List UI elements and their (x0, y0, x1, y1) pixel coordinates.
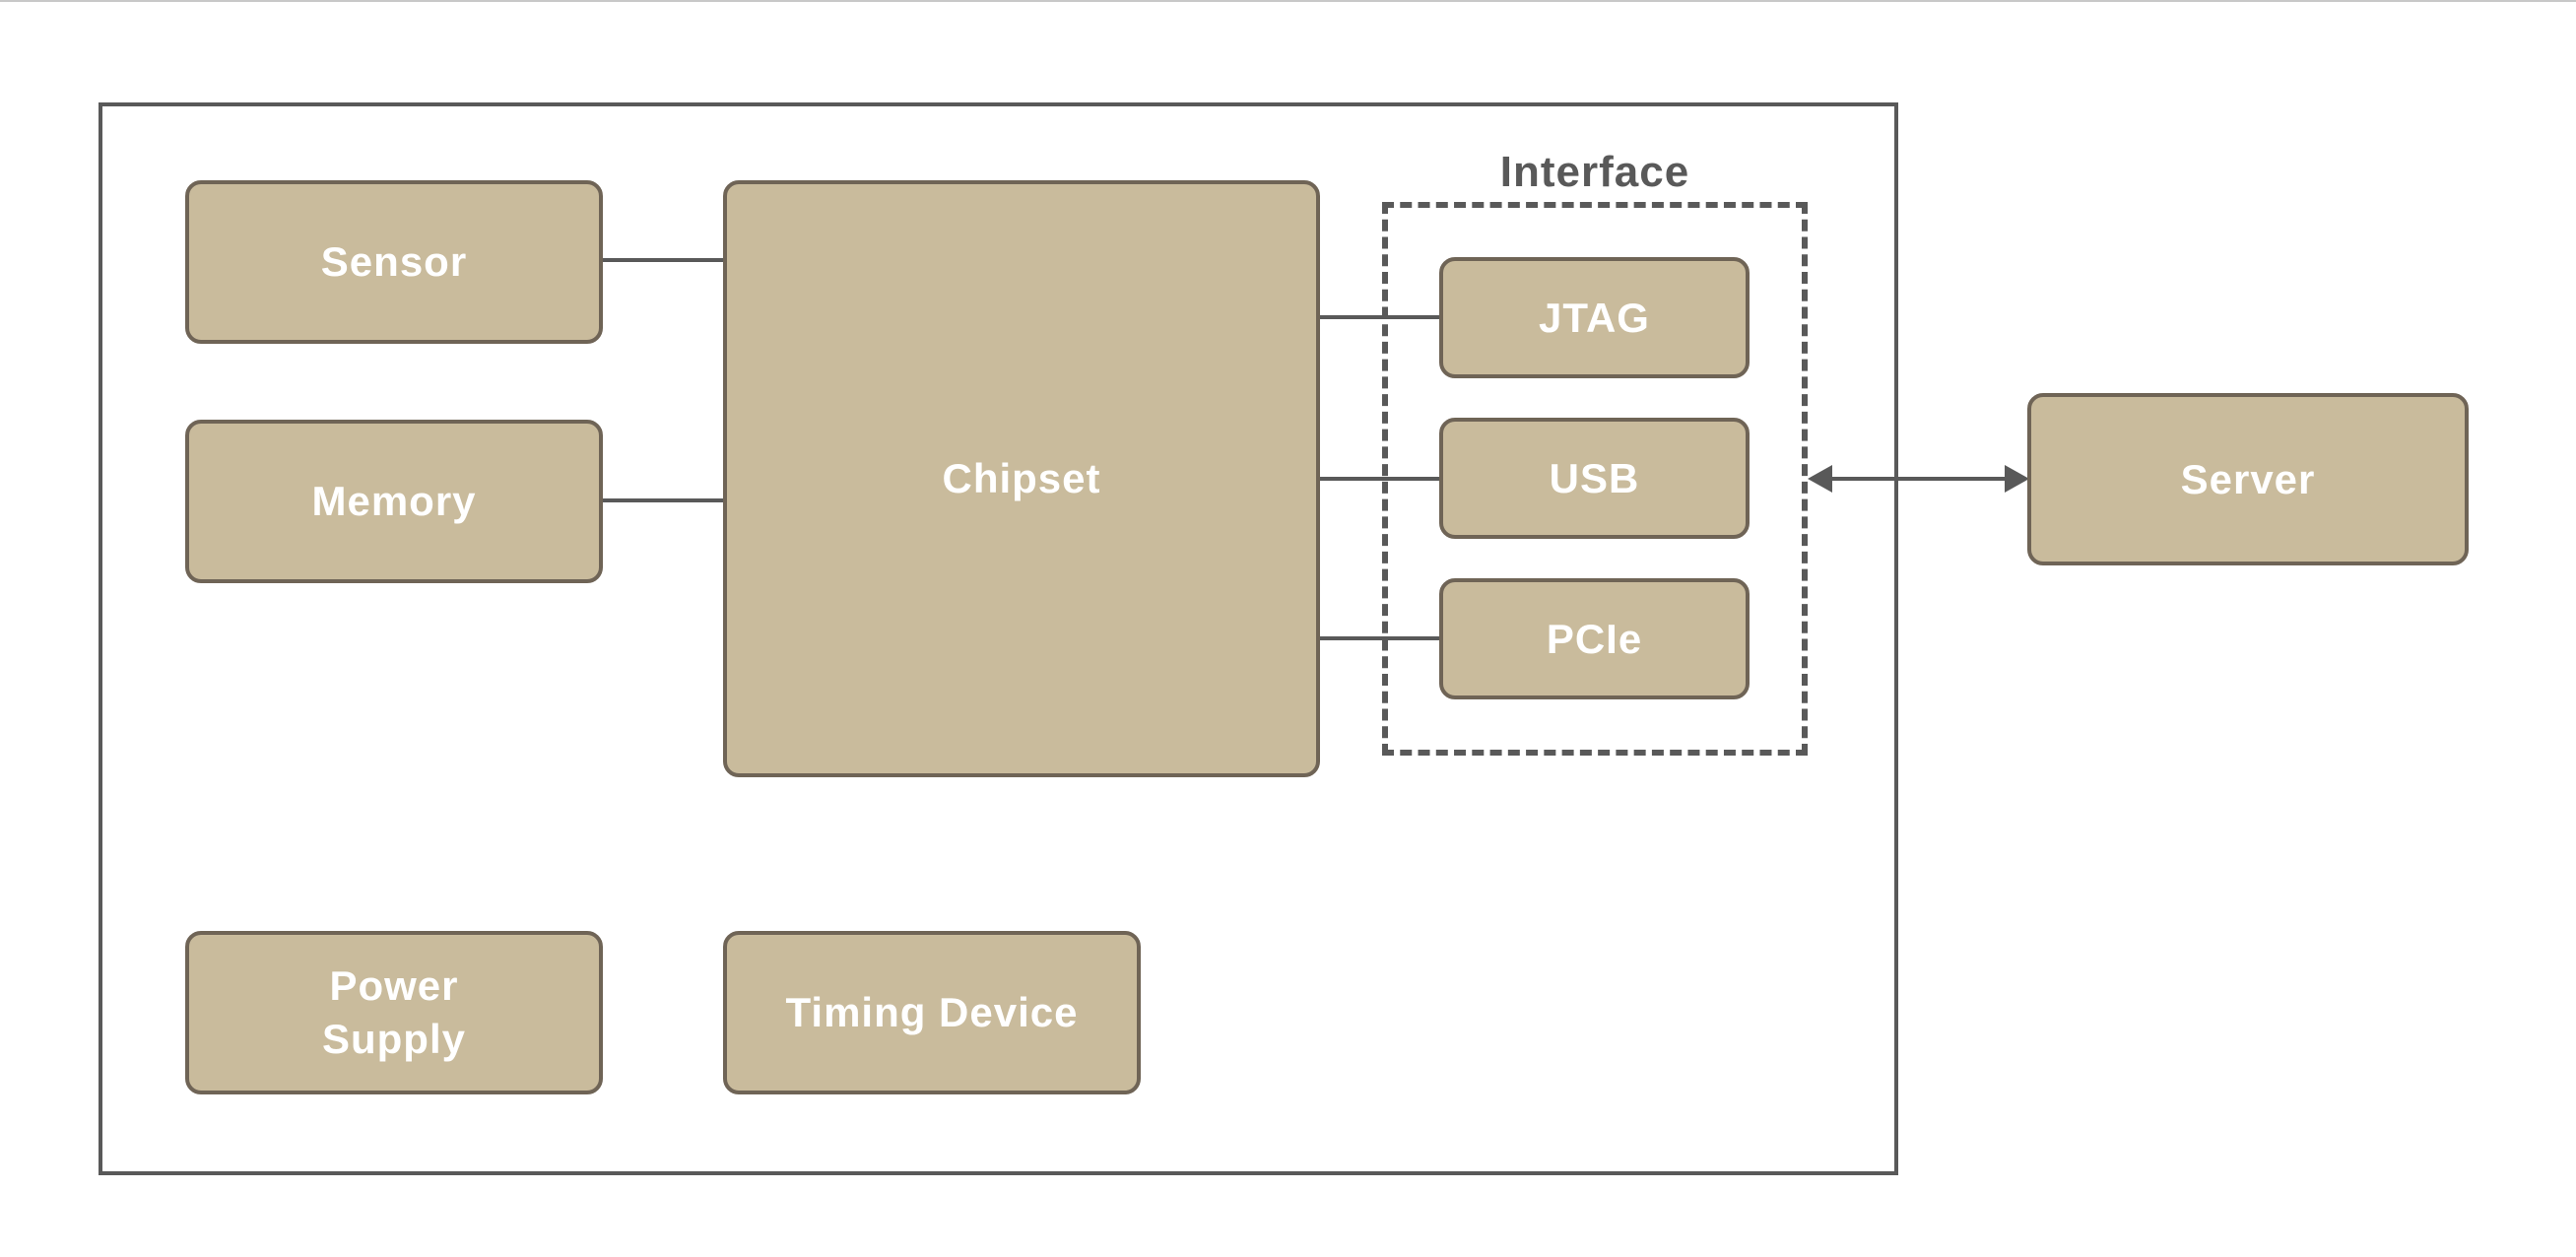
memory-block: Memory (185, 420, 603, 583)
jtag-block: JTAG (1439, 257, 1750, 378)
arrowhead-left (1808, 465, 1832, 493)
top-rule (0, 0, 2576, 2)
usb-block: USB (1439, 418, 1750, 539)
device-boundary (99, 102, 1898, 1175)
arrowhead-right (2005, 465, 2029, 493)
server-block: Server (2027, 393, 2469, 565)
sensor-block: Sensor (185, 180, 603, 344)
power-supply-block: Power Supply (185, 931, 603, 1094)
timing-device-block: Timing Device (723, 931, 1141, 1094)
pcie-block: PCIe (1439, 578, 1750, 699)
interface-label: Interface (1499, 148, 1690, 196)
interface-group (1382, 202, 1808, 756)
chipset-block: Chipset (723, 180, 1320, 777)
